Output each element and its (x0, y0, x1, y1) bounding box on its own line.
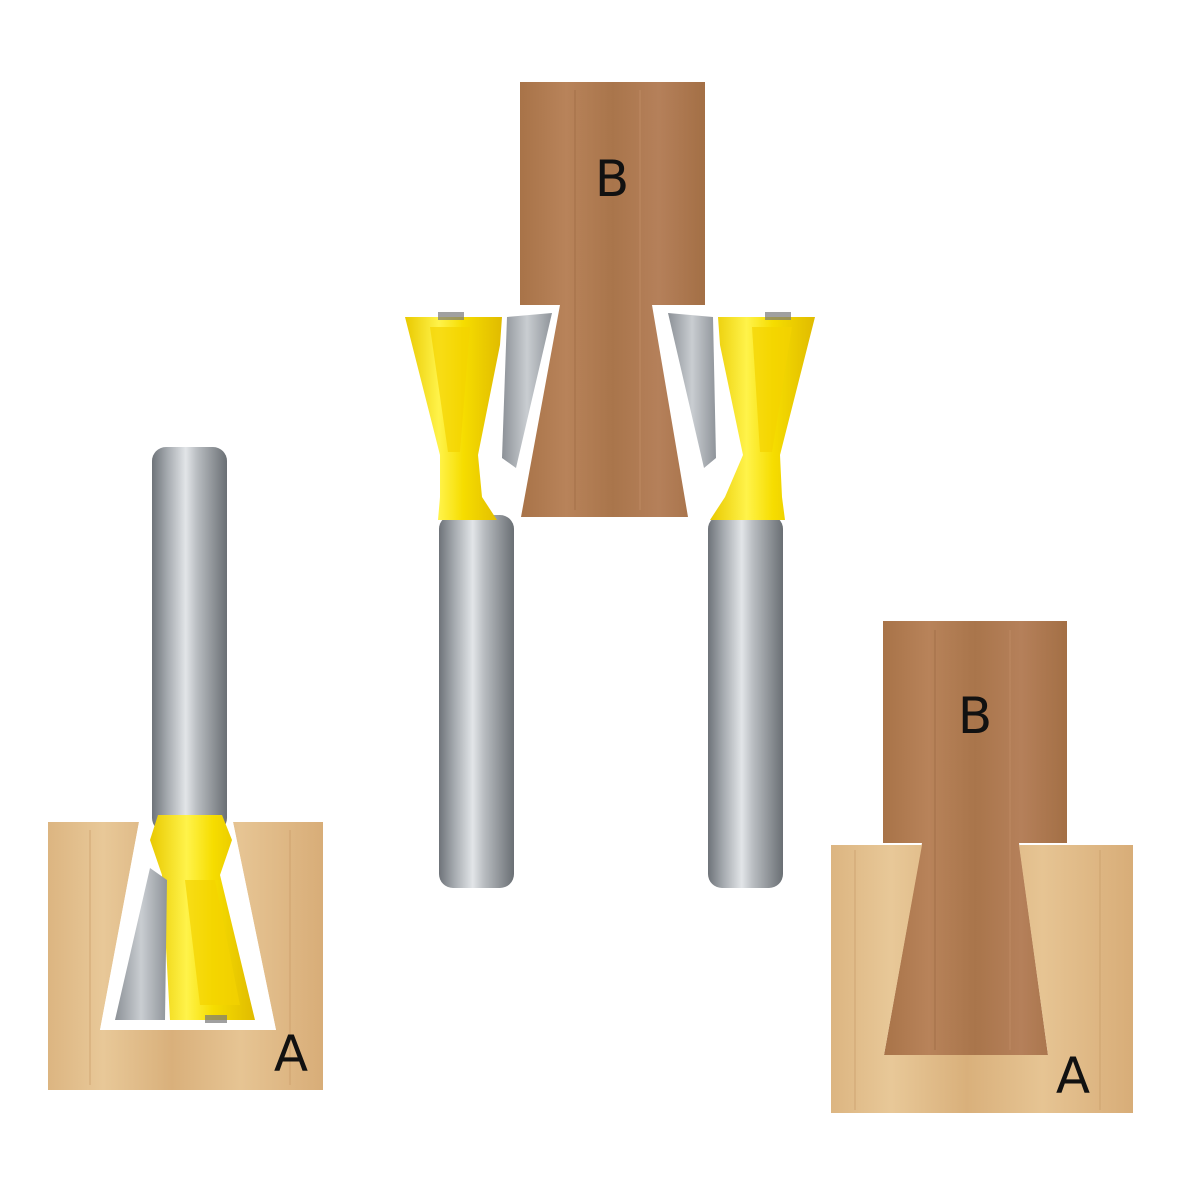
label-b-center: B (595, 150, 629, 208)
left-board-a: A (48, 447, 323, 1090)
board-b-tail (520, 82, 705, 517)
center-board-b: B (520, 82, 705, 517)
label-a-left: A (274, 1025, 308, 1083)
board-b-assembled (883, 621, 1067, 1055)
carbide-blade (502, 313, 552, 468)
board-a-assembled (831, 845, 1133, 1113)
assembled-joint: B A (831, 621, 1133, 1113)
shank (152, 447, 227, 832)
router-bit-center-left (405, 312, 552, 888)
carbide-blade (668, 313, 716, 468)
shank (439, 515, 514, 888)
carbide-blade (115, 868, 167, 1020)
board-a-socket (48, 822, 323, 1090)
label-b-right: B (958, 687, 992, 745)
shank (708, 515, 783, 888)
router-bit-center-right (668, 312, 815, 888)
label-a-right: A (1056, 1047, 1090, 1105)
